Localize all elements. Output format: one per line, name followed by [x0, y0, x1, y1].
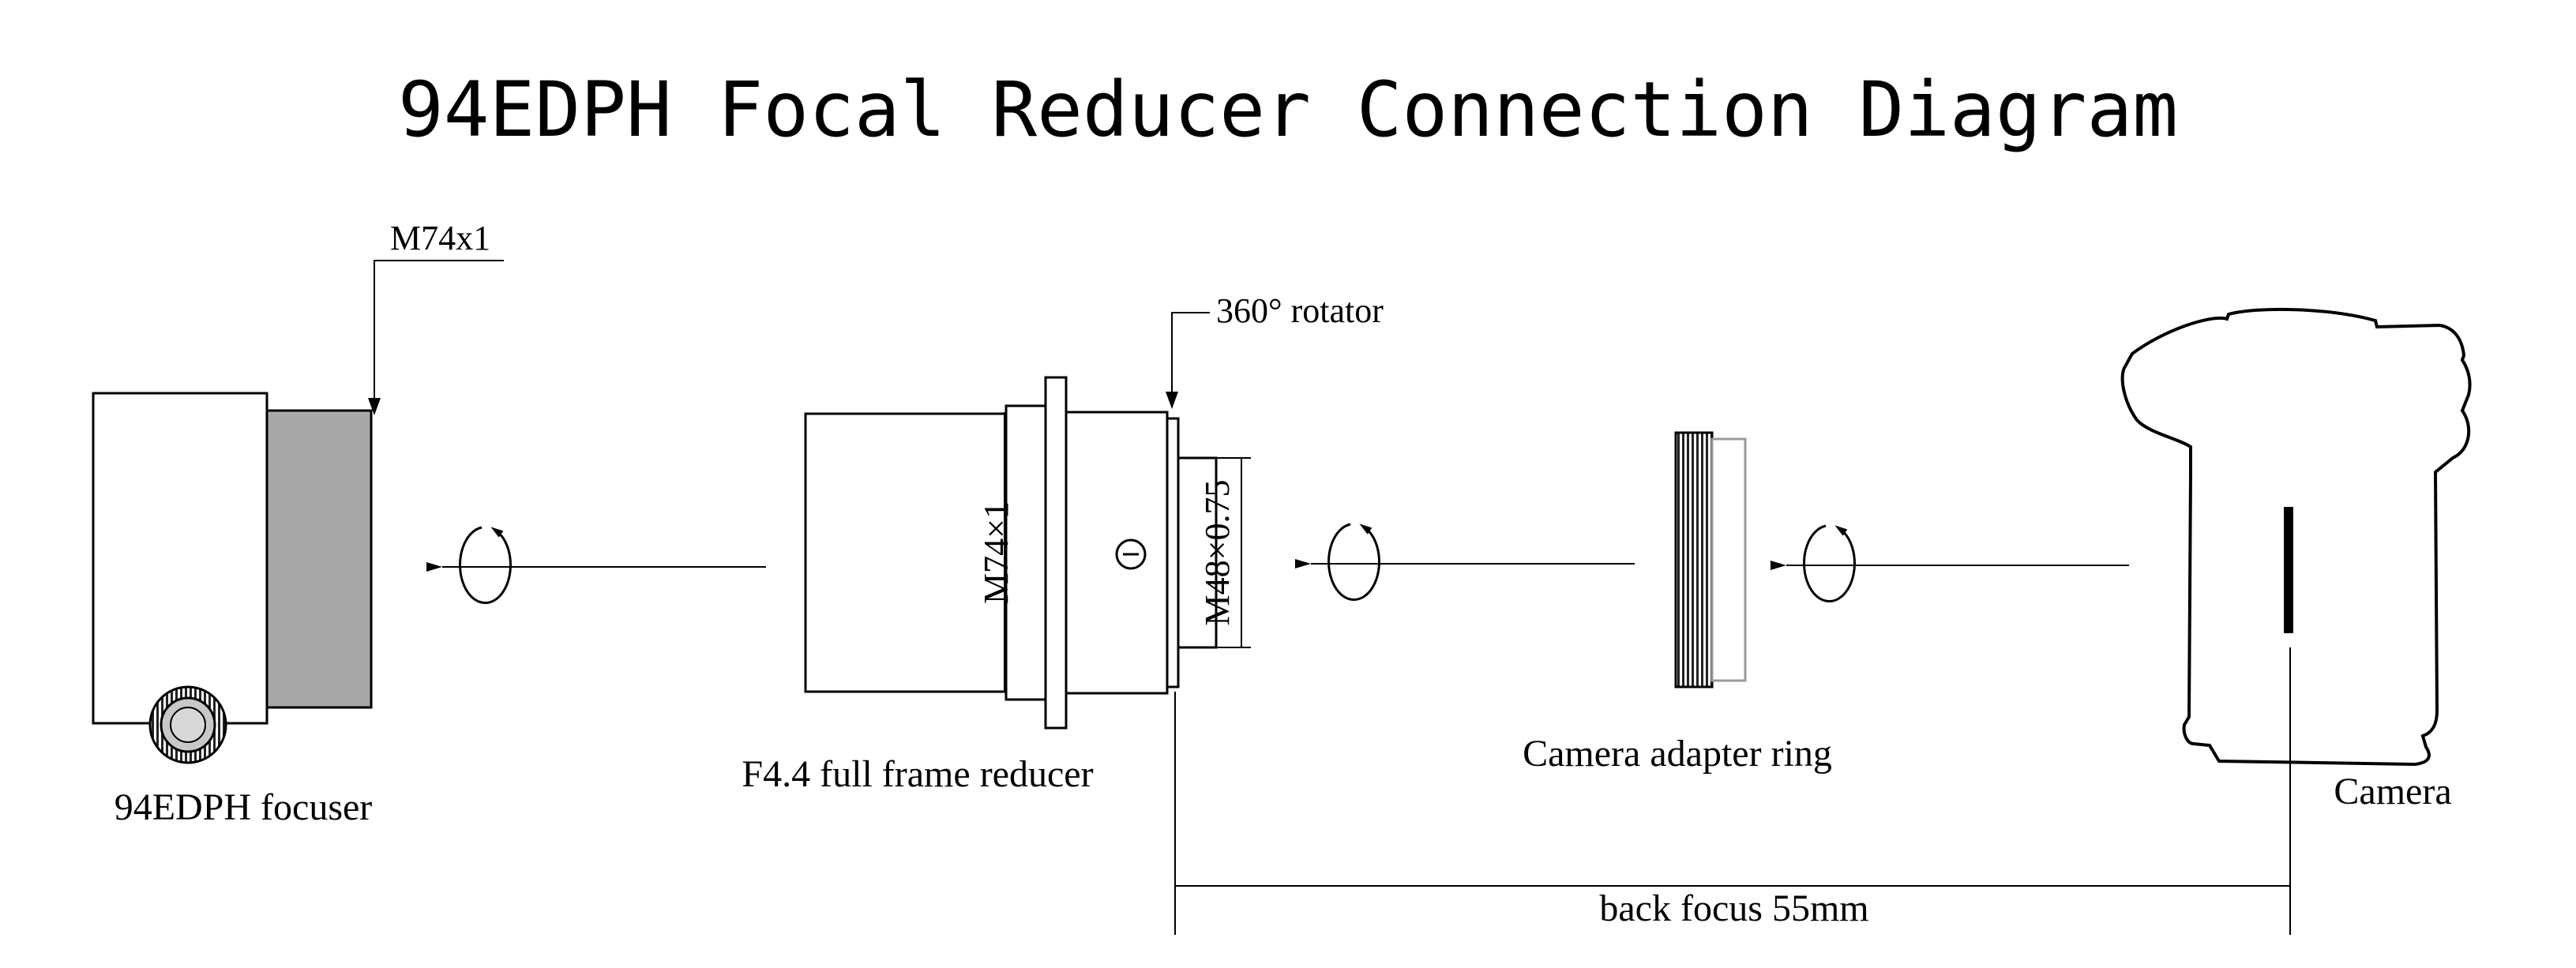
adapter-mount-flange — [1710, 437, 1747, 682]
reducer-output-thread-label: M48×0.75 — [1198, 480, 1237, 626]
focus-knob-icon — [148, 685, 227, 764]
locking-screw-icon — [1115, 538, 1147, 570]
adapter-ring-label: Camera adapter ring — [1523, 733, 1832, 775]
connect-arrow-1 — [426, 526, 766, 605]
focuser-assembly: M74x1 94EDPH focuser — [92, 219, 504, 828]
thread-leader-line — [374, 260, 504, 401]
diagram-title: 94EDPH Focal Reducer Connection Diagram — [398, 66, 2178, 154]
adapter-ring-assembly: Camera adapter ring — [1523, 431, 1832, 775]
focuser-body — [92, 392, 268, 725]
camera-label: Camera — [2334, 771, 2451, 812]
reducer-body — [804, 412, 1008, 693]
camera-assembly: Camera — [2120, 307, 2472, 812]
rotator-label: 360° rotator — [1216, 291, 1384, 330]
adapter-knurled-ring — [1674, 431, 1714, 688]
back-focus-label: back focus 55mm — [1599, 887, 1868, 929]
rotator-leader-line — [1171, 312, 1210, 395]
back-focus-dimension: back focus 55mm — [1174, 647, 2291, 935]
connect-arrow-2 — [1295, 523, 1635, 602]
camera-sensor-icon — [2284, 507, 2293, 633]
focuser-drawtube — [265, 409, 373, 709]
connect-arrow-3 — [1771, 524, 2129, 603]
reducer-input-thread-label: M74×1 — [977, 501, 1016, 604]
rotate-arrow-icon — [1327, 523, 1380, 602]
camera-body-outline — [2120, 307, 2472, 767]
reducer-assembly: M74×1 M48×0.75 360° rotator F4.4 full fr… — [742, 291, 1384, 795]
rotate-arrow-icon — [1803, 524, 1856, 603]
reducer-rotator-ring — [1166, 417, 1180, 688]
reducer-flange — [1044, 376, 1068, 730]
rotate-arrow-icon — [459, 526, 512, 605]
reducer-output-thread — [1177, 456, 1218, 649]
focuser-thread-label: M74x1 — [390, 219, 490, 257]
reducer-label: F4.4 full frame reducer — [742, 753, 1093, 795]
focuser-label: 94EDPH focuser — [115, 786, 373, 828]
